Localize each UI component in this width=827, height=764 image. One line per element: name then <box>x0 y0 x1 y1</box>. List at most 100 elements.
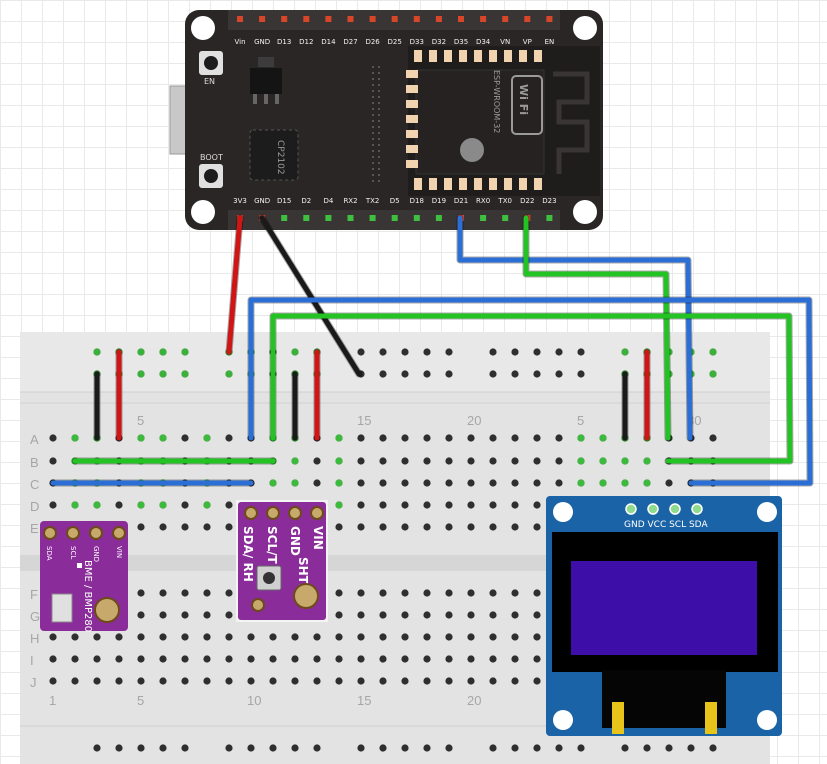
breadboard-hole[interactable] <box>115 633 123 641</box>
rail-hole[interactable] <box>401 370 409 378</box>
breadboard-hole[interactable] <box>533 479 541 487</box>
header-pin[interactable] <box>502 16 509 22</box>
green-wire-scl[interactable] <box>523 215 671 441</box>
breadboard-hole[interactable] <box>159 611 167 619</box>
breadboard-hole[interactable] <box>181 589 189 597</box>
breadboard-hole[interactable] <box>445 501 453 509</box>
breadboard-hole[interactable] <box>181 501 189 509</box>
breadboard-hole[interactable] <box>313 655 321 663</box>
breadboard-hole[interactable] <box>555 434 563 442</box>
breadboard-hole[interactable] <box>533 611 541 619</box>
header-pin[interactable] <box>303 215 310 221</box>
rail-hole[interactable] <box>93 744 101 752</box>
breadboard-hole[interactable] <box>533 633 541 641</box>
rail-hole[interactable] <box>115 744 123 752</box>
breadboard-hole[interactable] <box>225 655 233 663</box>
breadboard-hole[interactable] <box>225 611 233 619</box>
breadboard-hole[interactable] <box>137 655 145 663</box>
breadboard-hole[interactable] <box>489 589 497 597</box>
breadboard-hole[interactable] <box>467 523 475 531</box>
breadboard-hole[interactable] <box>445 611 453 619</box>
breadboard-hole[interactable] <box>49 434 57 442</box>
rail-hole[interactable] <box>269 744 277 752</box>
black-wire-gnd[interactable] <box>259 215 362 377</box>
breadboard-hole[interactable] <box>71 655 79 663</box>
breadboard-hole[interactable] <box>269 633 277 641</box>
breadboard-hole[interactable] <box>489 677 497 685</box>
breadboard-hole[interactable] <box>93 633 101 641</box>
breadboard-hole[interactable] <box>511 457 519 465</box>
breadboard-hole[interactable] <box>247 677 255 685</box>
rail-hole[interactable] <box>709 744 717 752</box>
breadboard-hole[interactable] <box>291 655 299 663</box>
breadboard-hole[interactable] <box>203 589 211 597</box>
breadboard-hole[interactable] <box>445 457 453 465</box>
rail-hole[interactable] <box>379 370 387 378</box>
breadboard-hole[interactable] <box>225 434 233 442</box>
breadboard-hole[interactable] <box>533 434 541 442</box>
rail-hole[interactable] <box>621 744 629 752</box>
breadboard-hole[interactable] <box>445 479 453 487</box>
rail-hole[interactable] <box>137 744 145 752</box>
breadboard-hole[interactable] <box>445 589 453 597</box>
header-pin[interactable] <box>237 16 243 22</box>
header-pin[interactable] <box>480 16 487 22</box>
breadboard-hole[interactable] <box>313 677 321 685</box>
breadboard-hole[interactable] <box>203 633 211 641</box>
breadboard-hole[interactable] <box>401 523 409 531</box>
rail-hole[interactable] <box>379 744 387 752</box>
breadboard-hole[interactable] <box>225 501 233 509</box>
rail-hole[interactable] <box>665 744 673 752</box>
rail-hole[interactable] <box>445 370 453 378</box>
breadboard-hole[interactable] <box>115 677 123 685</box>
breadboard-hole[interactable] <box>467 434 475 442</box>
rail-hole[interactable] <box>159 744 167 752</box>
breadboard-hole[interactable] <box>181 434 189 442</box>
breadboard-hole[interactable] <box>379 677 387 685</box>
header-pin[interactable] <box>502 215 509 221</box>
breadboard-hole[interactable] <box>401 457 409 465</box>
rail-hole[interactable] <box>555 370 563 378</box>
breadboard-hole[interactable] <box>313 479 321 487</box>
header-pin[interactable] <box>303 16 310 22</box>
breadboard-hole[interactable] <box>357 589 365 597</box>
rail-hole[interactable] <box>577 744 585 752</box>
breadboard-hole[interactable] <box>467 589 475 597</box>
rail-hole[interactable] <box>533 744 541 752</box>
breadboard-hole[interactable] <box>423 633 431 641</box>
header-pin[interactable] <box>546 215 553 221</box>
breadboard-hole[interactable] <box>467 633 475 641</box>
breadboard-hole[interactable] <box>159 589 167 597</box>
breadboard-hole[interactable] <box>511 523 519 531</box>
breadboard-hole[interactable] <box>401 633 409 641</box>
breadboard-hole[interactable] <box>533 655 541 663</box>
rail-hole[interactable] <box>533 370 541 378</box>
breadboard-hole[interactable] <box>137 523 145 531</box>
header-pin[interactable] <box>546 16 553 22</box>
breadboard-hole[interactable] <box>489 611 497 619</box>
breadboard-hole[interactable] <box>555 457 563 465</box>
rail-hole[interactable] <box>401 348 409 356</box>
breadboard-hole[interactable] <box>357 677 365 685</box>
rail-hole[interactable] <box>577 370 585 378</box>
green-wire-bus[interactable] <box>270 313 793 464</box>
breadboard-hole[interactable] <box>225 677 233 685</box>
breadboard-hole[interactable] <box>533 523 541 531</box>
rail-hole[interactable] <box>357 348 365 356</box>
breadboard-hole[interactable] <box>379 611 387 619</box>
breadboard-hole[interactable] <box>423 479 431 487</box>
rail-hole[interactable] <box>357 744 365 752</box>
rail-hole[interactable] <box>687 744 695 752</box>
breadboard-hole[interactable] <box>159 523 167 531</box>
breadboard-hole[interactable] <box>313 457 321 465</box>
rail-hole[interactable] <box>511 370 519 378</box>
breadboard-hole[interactable] <box>357 655 365 663</box>
rail-hole[interactable] <box>225 744 233 752</box>
header-pin[interactable] <box>347 16 354 22</box>
rail-hole[interactable] <box>489 370 497 378</box>
breadboard-hole[interactable] <box>401 655 409 663</box>
breadboard-hole[interactable] <box>225 633 233 641</box>
breadboard-hole[interactable] <box>423 457 431 465</box>
breadboard-hole[interactable] <box>511 611 519 619</box>
breadboard-hole[interactable] <box>489 655 497 663</box>
